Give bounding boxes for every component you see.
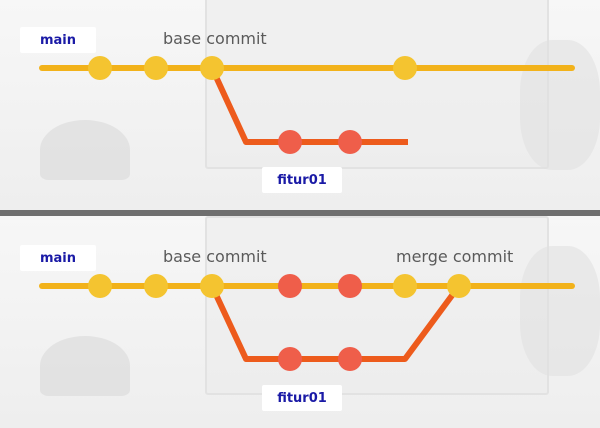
background-monitor <box>205 216 549 395</box>
base-commit <box>200 56 224 80</box>
merged-feature-commit <box>338 274 362 298</box>
git-graph-bottom <box>39 274 575 371</box>
feature-commit <box>278 347 302 371</box>
feature-commit <box>338 130 362 154</box>
feature-branch-line <box>209 284 462 362</box>
main-commit <box>393 56 417 80</box>
merge-commit <box>447 274 471 298</box>
main-commit <box>144 274 168 298</box>
merged-feature-commit <box>278 274 302 298</box>
feature-commit <box>278 130 302 154</box>
base-commit <box>200 274 224 298</box>
feature-branch-label: fitur01 <box>262 167 342 193</box>
merge-commit-label: merge commit <box>396 247 514 266</box>
git-graph-top <box>39 56 575 154</box>
diagram-branch-merged: main base commit merge commit fitur01 <box>0 216 600 428</box>
feature-branch-label: fitur01 <box>262 385 342 411</box>
feature-commit <box>338 347 362 371</box>
diagram-branch-created: main base commit fitur01 <box>0 0 600 210</box>
main-commit <box>144 56 168 80</box>
background-plant <box>520 40 600 170</box>
base-commit-label: base commit <box>163 247 267 266</box>
feature-branch-line <box>209 66 408 145</box>
main-commit <box>88 56 112 80</box>
main-commit <box>88 274 112 298</box>
section-divider <box>0 210 600 216</box>
background-plant <box>40 336 130 396</box>
background-plant <box>520 246 600 376</box>
base-commit-label: base commit <box>163 29 267 48</box>
main-commit <box>393 274 417 298</box>
background-plant <box>40 120 130 180</box>
main-branch-label: main <box>20 27 96 53</box>
main-branch-label: main <box>20 245 96 271</box>
